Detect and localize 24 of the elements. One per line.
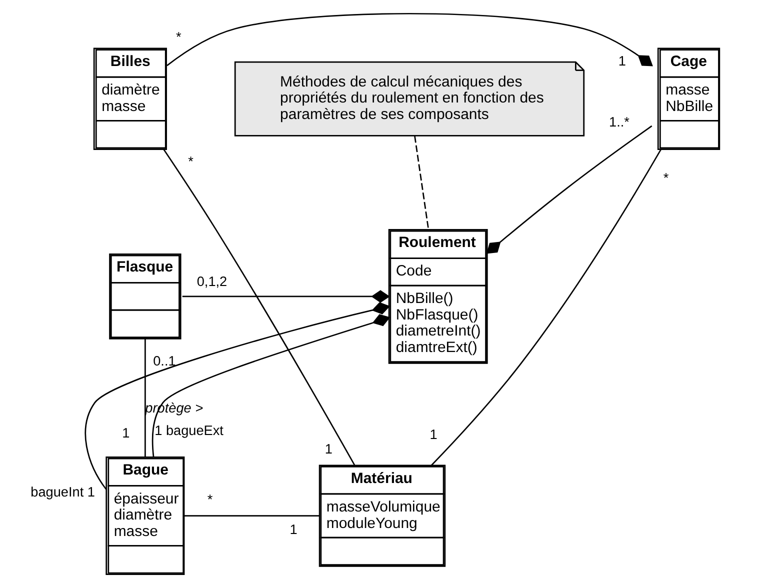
label: * xyxy=(663,170,669,186)
label: 0..1 xyxy=(153,353,176,368)
connector xyxy=(184,515,320,516)
label: * xyxy=(176,29,182,44)
connector xyxy=(144,339,146,457)
label: bagueInt 1 xyxy=(30,484,95,500)
label: 1 xyxy=(122,425,130,440)
connector xyxy=(166,12,653,66)
label: * xyxy=(207,492,213,508)
connector xyxy=(163,149,356,466)
connector xyxy=(414,136,430,230)
label: 1 xyxy=(290,522,298,538)
label: 1 bagueExt xyxy=(154,423,224,438)
label: 1 xyxy=(430,426,438,442)
label: 1 xyxy=(618,54,626,69)
connector xyxy=(84,302,390,490)
label: 1..* xyxy=(609,114,630,130)
connector xyxy=(152,314,390,458)
label: * xyxy=(188,154,194,170)
connector xyxy=(182,290,390,303)
connector xyxy=(431,149,662,466)
label: 0,1,2 xyxy=(196,274,228,290)
label: 1 xyxy=(324,441,333,456)
connector xyxy=(486,125,652,254)
